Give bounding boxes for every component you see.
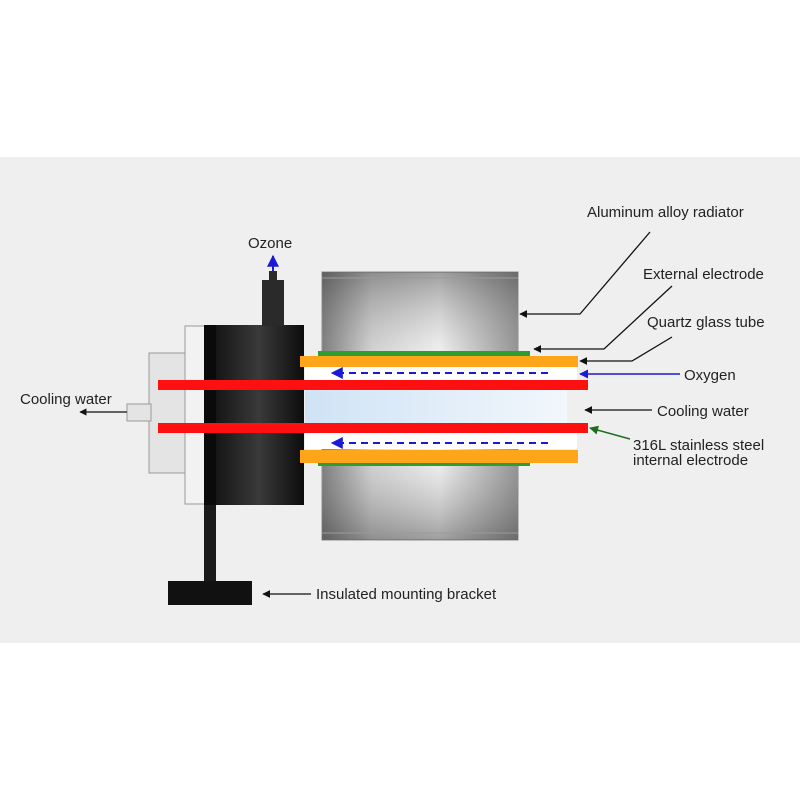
external-electrode-top	[318, 351, 530, 356]
cooling-water-outlet	[126, 352, 188, 474]
label-internal-electrode-line2: internal electrode	[633, 452, 748, 469]
label-external-electrode: External electrode	[643, 266, 764, 283]
quartz-tube-bottom	[300, 450, 578, 463]
external-electrode-bottom	[318, 461, 530, 466]
label-cooling-water-outlet: Cooling water	[20, 391, 112, 408]
leader-internal-electrode	[589, 425, 631, 440]
cooling-water-region	[305, 390, 567, 423]
label-cooling-water-inner: Cooling water	[657, 403, 749, 420]
label-aluminum-radiator: Aluminum alloy radiator	[587, 204, 744, 221]
leader-external-electrode	[533, 285, 673, 353]
mounting-bracket	[168, 505, 252, 605]
label-internal-electrode-line1: 316L stainless steel	[633, 437, 764, 454]
flange-plate	[184, 325, 206, 505]
oxygen-channel-bottom	[305, 433, 577, 449]
internal-electrode-bottom	[158, 423, 588, 433]
end-cap-body	[204, 325, 304, 505]
label-oxygen: Oxygen	[684, 367, 736, 384]
internal-electrode-top	[158, 380, 588, 390]
label-quartz-tube: Quartz glass tube	[647, 314, 765, 331]
oxygen-channel-top	[305, 367, 577, 380]
label-ozone: Ozone	[248, 235, 292, 252]
leader-aluminum-radiator	[519, 231, 651, 318]
ozone-outlet	[262, 271, 284, 326]
quartz-tube-top	[300, 356, 578, 367]
label-mounting-bracket: Insulated mounting bracket	[316, 586, 497, 603]
leader-quartz-tube	[579, 336, 673, 365]
